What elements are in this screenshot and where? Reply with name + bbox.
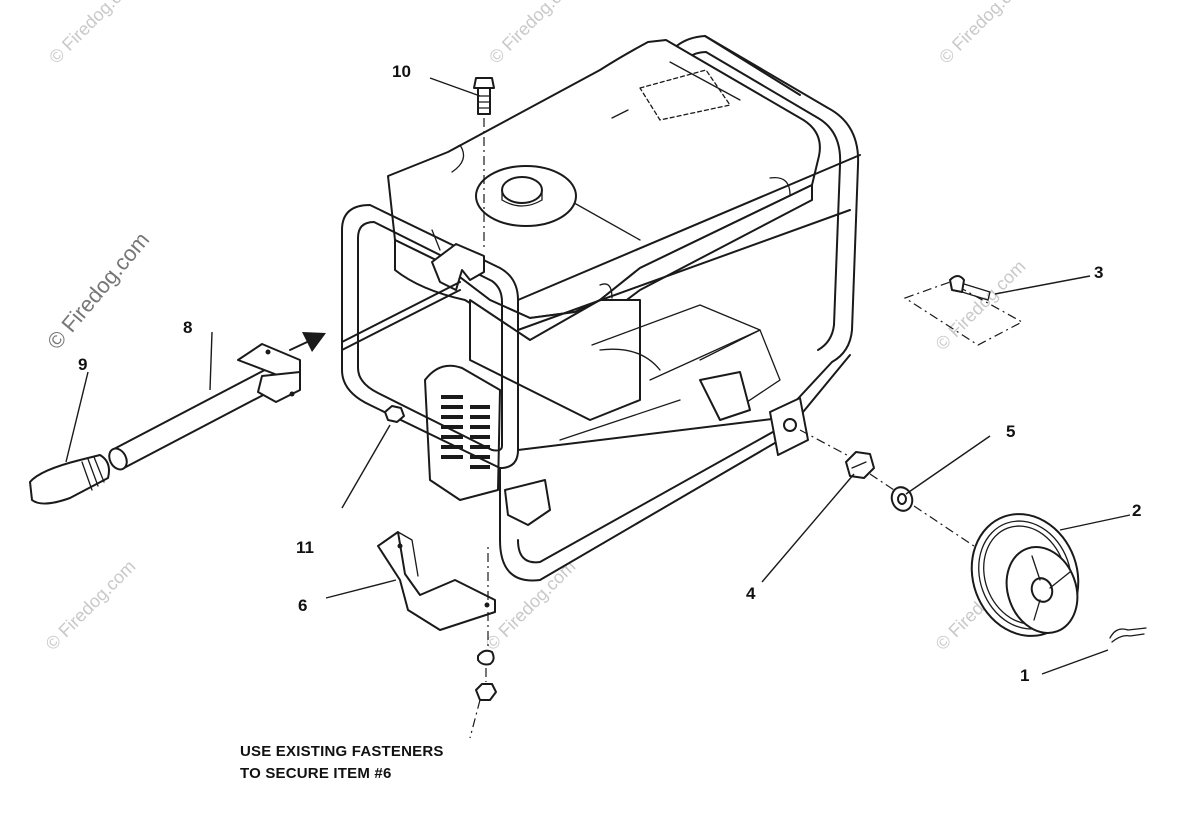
- handle-assembly: [29, 281, 461, 505]
- watermark-bottom-left: © Firedog.com: [42, 556, 140, 654]
- bolt-10: [473, 77, 495, 250]
- lock-washer: [477, 649, 495, 666]
- handle-bracket-front: [431, 243, 485, 291]
- cotter-pin: [1109, 627, 1147, 639]
- watermark-bottom-center: © Firedog.com: [482, 556, 580, 654]
- note-line-1: USE EXISTING FASTENERS: [240, 743, 444, 760]
- support-bracket-6: [377, 531, 497, 701]
- callout-2: 2: [1132, 501, 1141, 520]
- leader-lines: [65, 77, 1131, 739]
- watermark-top-right: © Firedog.com: [935, 0, 1033, 68]
- callout-3: 3: [1094, 263, 1103, 282]
- engine-housing: [424, 364, 501, 501]
- callout-1: 1: [1020, 666, 1029, 685]
- watermark-top-center: © Firedog.com: [485, 0, 583, 68]
- callout-11: 11: [296, 538, 314, 557]
- cooling-vents: [441, 395, 490, 469]
- fastener-3: [949, 275, 965, 293]
- watermark-mid-right: © Firedog.com: [932, 256, 1030, 354]
- note-line-2: TO SECURE ITEM #6: [240, 765, 392, 782]
- fuel-cap: [501, 176, 543, 204]
- callout-8: 8: [183, 318, 192, 337]
- fastener-note: USE EXISTING FASTENERS TO SECURE ITEM #6: [240, 743, 444, 782]
- watermark-top-left: © Firedog.com: [45, 0, 143, 68]
- frame-front-loop: [341, 154, 861, 582]
- generator-body: [387, 39, 821, 526]
- callout-5: 5: [1006, 422, 1015, 441]
- callout-10: 10: [392, 62, 411, 81]
- watermark-large: © Firedog.com: [42, 227, 154, 354]
- callout-9: 9: [78, 355, 87, 374]
- callout-numbers: 10 8 9 11 6 3 5 4 2 1: [78, 62, 1141, 685]
- wheel-assembly: [799, 275, 1147, 643]
- frame-nut: [384, 405, 405, 423]
- callout-6: 6: [298, 596, 307, 615]
- handle-grip: [29, 454, 110, 505]
- callout-4: 4: [746, 584, 756, 603]
- hex-nut: [475, 683, 497, 701]
- arrow-icon: [302, 332, 326, 352]
